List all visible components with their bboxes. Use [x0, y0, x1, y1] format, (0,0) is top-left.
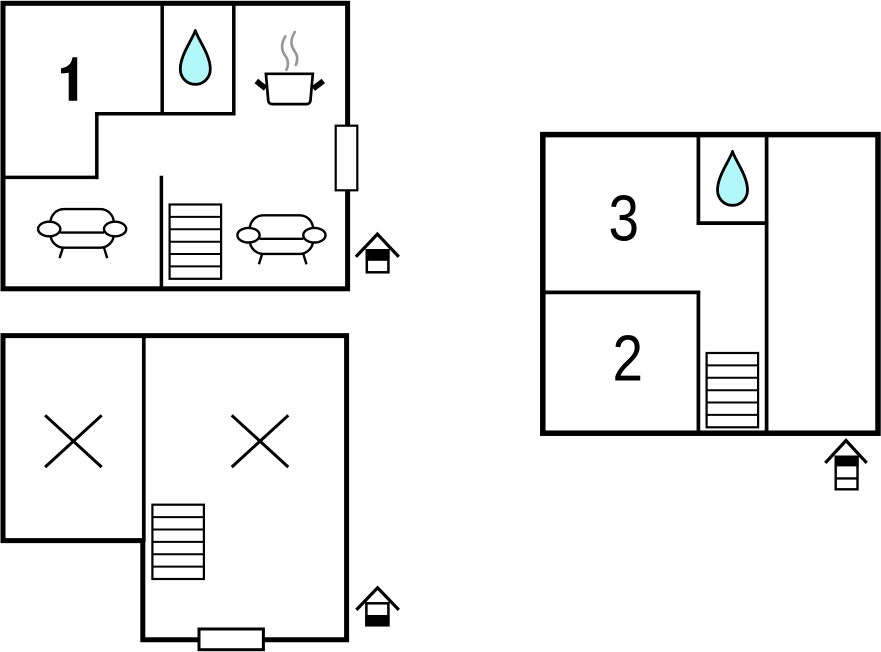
svg-text:2: 2: [613, 322, 643, 394]
svg-text:3: 3: [608, 182, 638, 254]
